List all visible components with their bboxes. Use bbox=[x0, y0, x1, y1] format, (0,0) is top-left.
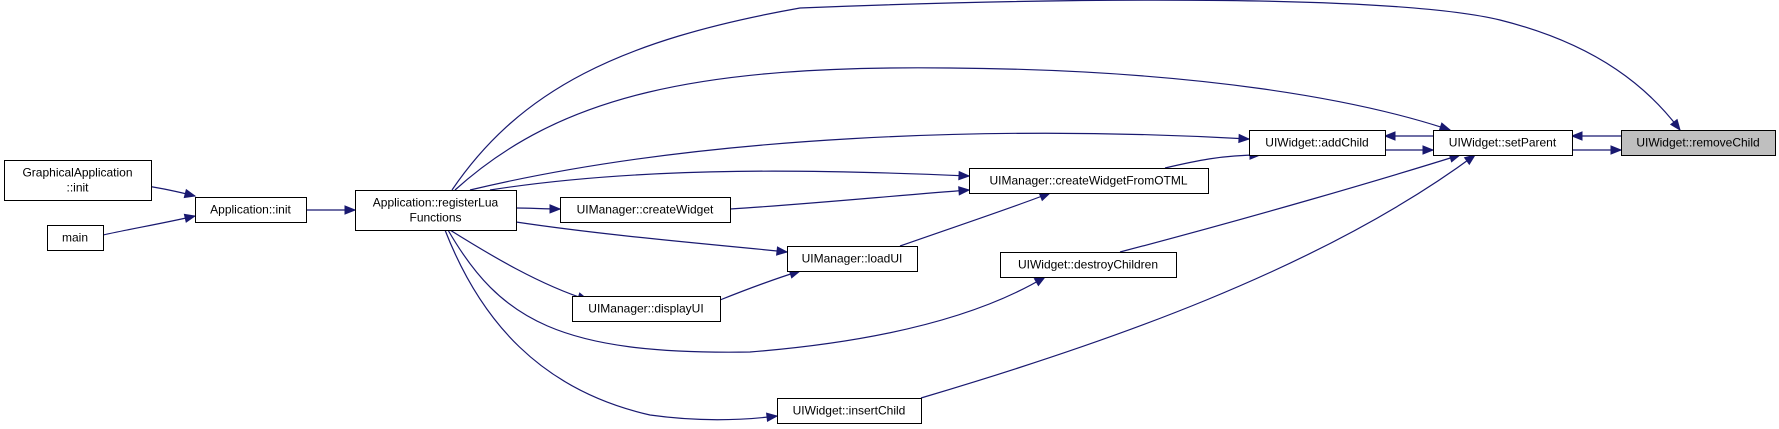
arrow-head-icon bbox=[1570, 131, 1583, 141]
edge-line bbox=[102, 215, 196, 236]
node-box bbox=[969, 168, 1209, 194]
edge-line bbox=[489, 170, 970, 191]
edge-app-init-to-register-lua bbox=[305, 205, 357, 215]
edge-line bbox=[469, 132, 1250, 191]
edge-main-to-app-init bbox=[102, 213, 197, 236]
node-box bbox=[355, 190, 517, 231]
edge-register-lua-to-create-widget bbox=[515, 204, 562, 214]
edge-line bbox=[449, 229, 589, 301]
node-label: UIWidget::addChild bbox=[1265, 136, 1368, 150]
node-box bbox=[560, 197, 731, 223]
node-label: main bbox=[62, 231, 88, 245]
edge-line bbox=[899, 192, 1051, 247]
edge-remove-child-to-set-parent bbox=[1570, 131, 1621, 141]
edge-register-lua-to-remove-child bbox=[451, 0, 1681, 191]
arrow-head-icon bbox=[766, 412, 779, 422]
arrow-head-icon bbox=[183, 213, 197, 223]
node-set-parent[interactable]: UIWidget::setParent bbox=[1433, 130, 1573, 156]
edge-line bbox=[1119, 154, 1461, 253]
arrow-head-icon bbox=[183, 188, 197, 199]
arrow-head-icon bbox=[1463, 154, 1477, 166]
node-box bbox=[1433, 130, 1573, 156]
arrow-head-icon bbox=[776, 246, 789, 256]
node-insert-child[interactable]: UIWidget::insertChild bbox=[777, 398, 922, 424]
edge-set-parent-to-remove-child bbox=[1571, 145, 1623, 155]
node-box bbox=[787, 246, 918, 272]
node-box bbox=[4, 160, 152, 201]
node-label: UIWidget::insertChild bbox=[793, 404, 906, 418]
edge-line bbox=[1164, 154, 1261, 169]
arrow-head-icon bbox=[958, 186, 971, 196]
arrow-head-icon bbox=[344, 205, 357, 215]
arrow-head-icon bbox=[1438, 122, 1452, 132]
arrow-head-icon bbox=[1669, 118, 1681, 132]
node-remove-child[interactable]: UIWidget::removeChild bbox=[1621, 130, 1776, 156]
node-label: UIWidget::destroyChildren bbox=[1018, 258, 1158, 272]
edge-display-ui-to-load-ui bbox=[719, 269, 802, 301]
edge-line bbox=[444, 229, 778, 421]
node-graphical-init[interactable]: GraphicalApplication::init bbox=[4, 160, 152, 201]
node-box bbox=[195, 197, 307, 223]
node-create-widget[interactable]: UIManager::createWidget bbox=[560, 197, 731, 223]
edges-layer bbox=[102, 0, 1681, 422]
arrow-head-icon bbox=[1422, 145, 1435, 155]
edge-insert-child-to-set-parent bbox=[920, 154, 1477, 399]
edge-line bbox=[719, 270, 801, 301]
arrow-head-icon bbox=[1238, 133, 1251, 144]
node-destroy-children[interactable]: UIWidget::destroyChildren bbox=[1000, 252, 1177, 278]
node-label: Functions bbox=[409, 211, 461, 225]
edge-register-lua-to-insert-child bbox=[444, 229, 779, 422]
edge-graphical-init-to-app-init bbox=[146, 185, 197, 199]
node-label: UIManager::displayUI bbox=[588, 302, 703, 316]
node-label: UIWidget::setParent bbox=[1449, 136, 1557, 150]
arrow-head-icon bbox=[1610, 145, 1623, 155]
edge-register-lua-to-add-child bbox=[469, 132, 1251, 191]
node-label: UIWidget::removeChild bbox=[1636, 136, 1759, 150]
edge-line bbox=[454, 67, 1451, 191]
node-label: Application::registerLua bbox=[373, 196, 499, 210]
node-display-ui[interactable]: UIManager::displayUI bbox=[572, 296, 721, 322]
node-box bbox=[1249, 130, 1386, 156]
arrow-head-icon bbox=[1038, 192, 1052, 202]
edge-line bbox=[729, 189, 970, 210]
edge-register-lua-to-load-ui bbox=[515, 221, 789, 256]
arrow-head-icon bbox=[958, 170, 971, 181]
arrow-head-icon bbox=[549, 204, 562, 214]
node-create-widget-otml[interactable]: UIManager::createWidgetFromOTML bbox=[969, 168, 1209, 194]
node-box bbox=[572, 296, 721, 322]
edge-register-lua-to-set-parent bbox=[454, 67, 1452, 191]
edge-create-widget-to-create-widget-otml bbox=[729, 186, 971, 210]
edge-set-parent-to-add-child bbox=[1383, 131, 1433, 141]
edge-line bbox=[920, 154, 1476, 399]
arrow-head-icon bbox=[1033, 276, 1047, 287]
edge-load-ui-to-create-widget-otml bbox=[899, 192, 1052, 247]
arrow-head-icon bbox=[1383, 131, 1396, 141]
node-label: UIManager::createWidget bbox=[577, 203, 714, 217]
edge-add-child-to-set-parent bbox=[1384, 145, 1435, 155]
node-label: Application::init bbox=[210, 203, 291, 217]
node-label: UIManager::createWidgetFromOTML bbox=[989, 174, 1187, 188]
edge-line bbox=[515, 221, 788, 253]
node-main[interactable]: main bbox=[47, 225, 104, 251]
node-box bbox=[1000, 252, 1177, 278]
node-box bbox=[1621, 130, 1776, 156]
edge-register-lua-to-create-widget-otml bbox=[489, 170, 971, 191]
edge-line bbox=[451, 0, 1681, 191]
node-load-ui[interactable]: UIManager::loadUI bbox=[787, 246, 918, 272]
node-app-init[interactable]: Application::init bbox=[195, 197, 307, 223]
edge-line bbox=[447, 229, 1046, 353]
node-add-child[interactable]: UIWidget::addChild bbox=[1249, 130, 1386, 156]
node-box bbox=[47, 225, 104, 251]
node-label: GraphicalApplication bbox=[22, 166, 132, 180]
node-label: ::init bbox=[66, 181, 89, 195]
node-box bbox=[777, 398, 922, 424]
node-label: UIManager::loadUI bbox=[802, 252, 903, 266]
edge-create-widget-otml-to-add-child bbox=[1164, 150, 1262, 169]
